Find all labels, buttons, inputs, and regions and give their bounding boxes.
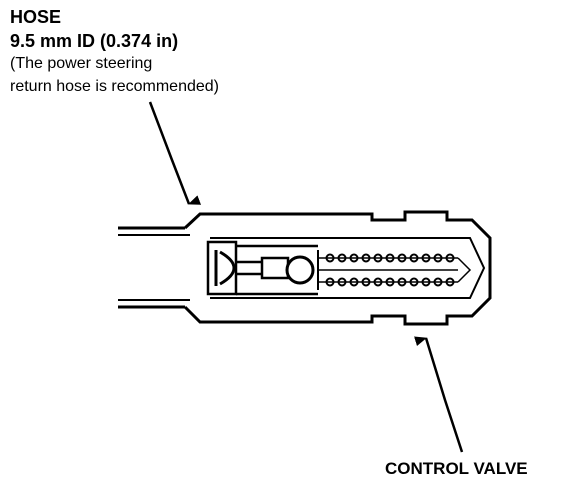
spring-coil [337,253,347,263]
spring-coil [349,277,359,287]
spring-coil [325,253,335,263]
spring-coil [421,277,431,287]
spring-coil [445,277,455,287]
spring-coil [433,277,443,287]
hose-note-line2: return hose is recommended) [10,78,219,95]
control-valve-housing [210,210,492,326]
spring-coils-top [325,253,455,263]
spring-coil [373,277,383,287]
hose-spec-label: 9.5 mm ID (0.374 in) [10,31,179,51]
check-valve-assembly [206,240,318,296]
spring-coil [325,277,335,287]
spring-coil [409,253,419,263]
spring-coil [385,253,395,263]
control-valve-leader-arrow [414,336,464,453]
spring-coils-bottom [325,277,455,287]
control-valve-label: CONTROL VALVE [385,459,528,478]
spring-coil [385,277,395,287]
hose-title-label: HOSE [10,7,62,27]
spring-coil [445,253,455,263]
spring-coil [397,253,407,263]
spring-coil [361,253,371,263]
spring-coil [373,253,383,263]
spring-coil [397,277,407,287]
spring-coil [337,277,347,287]
hose-leader-arrow [148,101,202,205]
spring-coil [433,253,443,263]
spring-coil [361,277,371,287]
spring-coil [421,253,431,263]
spring-coil [349,253,359,263]
hose-note-line1: (The power steering [10,55,153,72]
spring-coil [409,277,419,287]
hose-body [118,212,300,324]
